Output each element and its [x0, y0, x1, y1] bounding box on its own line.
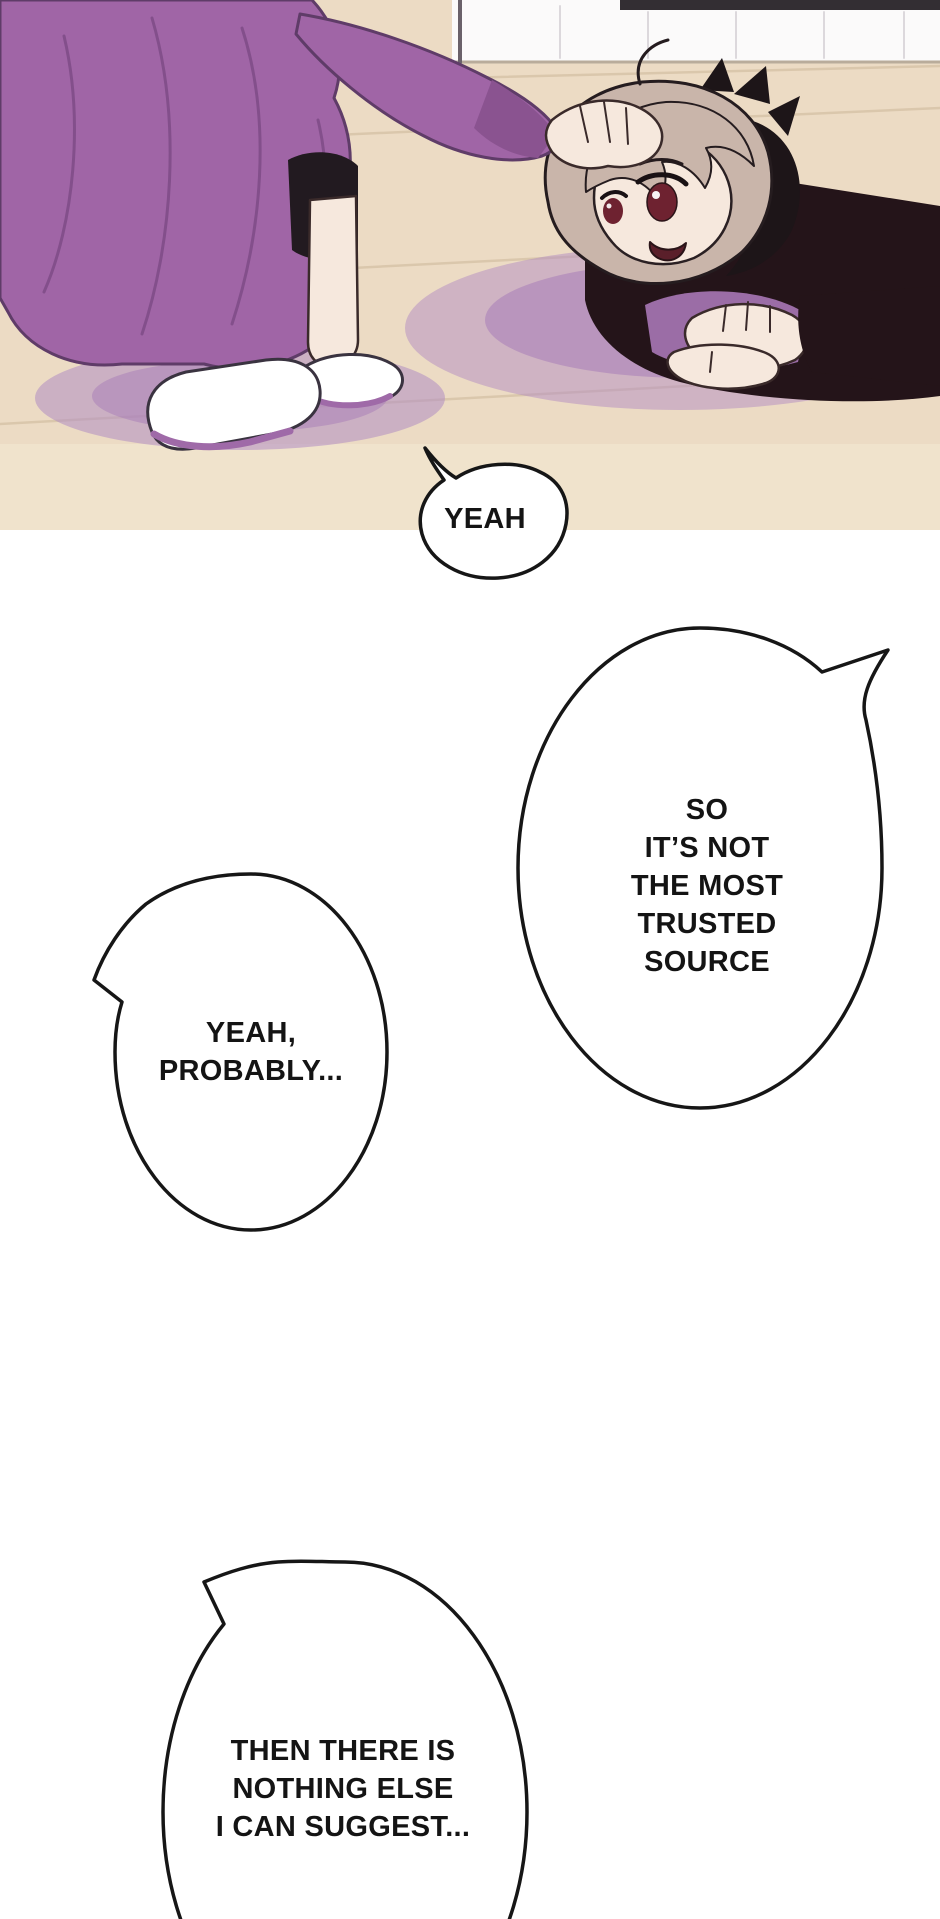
- sock-front: [146, 357, 322, 451]
- speech-bubble-trusted-source: [516, 626, 890, 1110]
- speech-text-suggest: THEN THERE IS NOTHING ELSE I CAN SUGGEST…: [153, 1730, 533, 1848]
- speech-line: THE MOST: [630, 870, 784, 902]
- sleeve-cuff: [474, 80, 556, 158]
- speech-text-trusted-source: SO IT’S NOT THE MOST TRUSTED SOURCE: [547, 788, 867, 984]
- ahoge: [636, 38, 670, 86]
- robed-figure: [0, 0, 664, 451]
- speech-line: TRUSTED: [637, 908, 777, 940]
- speech-bubble-suggest: [161, 1559, 529, 1919]
- speech-line: SO: [685, 794, 729, 826]
- sock-front-trim: [150, 427, 294, 451]
- right-sleeve: [798, 286, 940, 386]
- door-track: [620, 0, 940, 10]
- speech-line: SOURCE: [644, 946, 770, 978]
- speech-line: NOTHING ELSE: [232, 1773, 454, 1805]
- speech-line: THEN THERE IS: [230, 1735, 456, 1767]
- speech-text-probably: YEAH, PROBABLY...: [101, 1012, 401, 1092]
- hair-tuft-icon: [768, 96, 800, 136]
- speech-line: IT’S NOT: [644, 832, 770, 864]
- hands: [666, 301, 809, 390]
- speech-text-yeah: YEAH: [375, 496, 595, 542]
- mouth: [648, 241, 687, 262]
- patting-hand: [544, 99, 664, 170]
- door-panel: [450, 0, 940, 64]
- art-panel: [0, 0, 940, 530]
- socks: [146, 353, 404, 451]
- speech-line: I CAN SUGGEST...: [215, 1811, 471, 1843]
- speech-line: YEAH: [444, 503, 526, 535]
- hair-tuft-icon: [734, 66, 770, 104]
- speech-bubble-yeah: [418, 446, 569, 580]
- speech-line: YEAH,: [205, 1017, 297, 1049]
- hair-tuft-icon: [700, 58, 734, 92]
- eyes: [600, 172, 689, 224]
- speech-line: PROBABLY...: [158, 1055, 344, 1087]
- speech-bubble-probably: [92, 872, 389, 1232]
